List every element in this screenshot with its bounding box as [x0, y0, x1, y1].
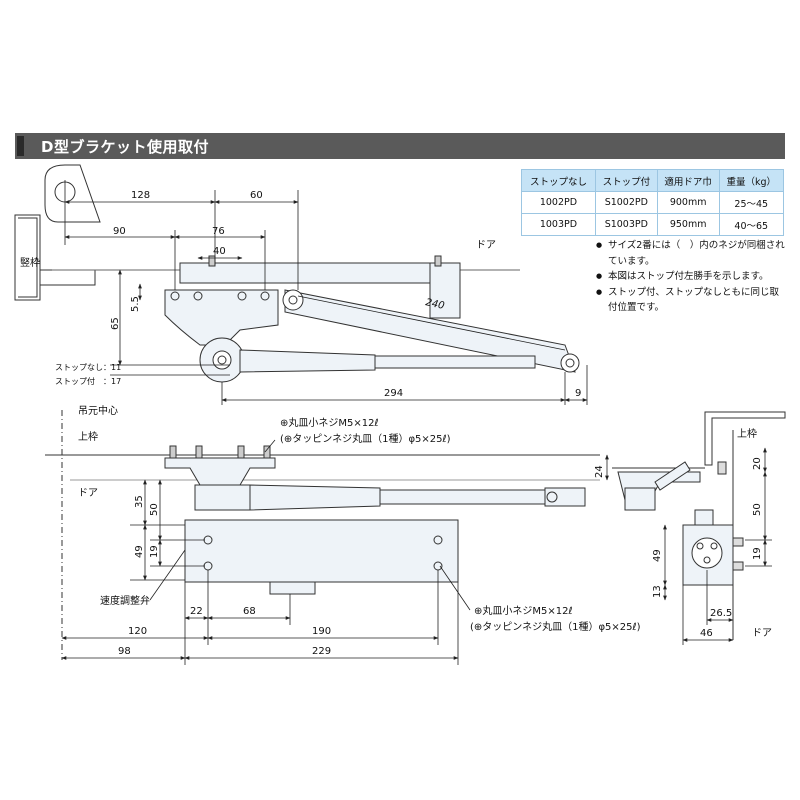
- top-view-labels: 竪枠 ドア 128 60 90 76 40 5.5 65 240 294 9 ス…: [20, 190, 581, 399]
- speed-valve-label: 速度調整弁: [100, 594, 150, 607]
- dim-22: 22: [190, 606, 203, 617]
- note-item: サイズ2番には（ ）内のネジが同梱されています。: [596, 238, 786, 269]
- dim-90: 90: [113, 226, 126, 237]
- dim-76: 76: [212, 226, 225, 237]
- door-label-side: ドア: [752, 628, 772, 639]
- table-row: 1002PD S1002PD 900mm 25～45: [521, 191, 785, 214]
- hinge-center-label: 吊元中心: [78, 404, 118, 417]
- dim-24: 24: [594, 465, 605, 478]
- note-item: ストップ付、ストップなしともに同じ取付位置です。: [596, 285, 786, 316]
- dim-35: 35: [134, 495, 145, 508]
- table-row: 1003PD S1003PD 950mm 40～65: [521, 213, 785, 236]
- frame-label: 竪枠: [20, 256, 40, 269]
- screw-note-bottom: ⊕丸皿小ネジM5×12ℓ: [474, 604, 573, 617]
- page-title: D型ブラケット使用取付: [41, 138, 209, 156]
- spec-table: ストップなし ストップ付 適用ドア巾 重量（kg） 1002PD S1002PD…: [521, 169, 785, 236]
- notes: サイズ2番には（ ）内のネジが同梱されています。 本図はストップ付左勝手を示しま…: [596, 238, 786, 316]
- title-marker: [17, 136, 24, 156]
- door-label-front: ドア: [78, 488, 98, 499]
- stop-none-label: ストップなし：11: [55, 363, 121, 372]
- header-weight: 重量（kg）: [718, 169, 785, 192]
- dim-60: 60: [250, 190, 263, 201]
- dim-19: 19: [149, 545, 160, 558]
- dim-50-side: 50: [752, 503, 763, 516]
- dim-68: 68: [243, 606, 256, 617]
- dim-40: 40: [213, 246, 226, 257]
- dim-120: 120: [128, 626, 147, 637]
- upper-frame-label-side: 上枠: [737, 427, 757, 440]
- door-label: ドア: [476, 240, 496, 251]
- front-view-labels: 吊元中心 上枠 ドア ⊕丸皿小ネジM5×12ℓ (⊕タッピンネジ丸皿（1種）φ5…: [78, 404, 641, 657]
- dim-9: 9: [575, 388, 581, 399]
- dim-5-5: 5.5: [130, 296, 141, 312]
- dim-13: 13: [652, 585, 663, 598]
- screw-note-bottom-alt: (⊕タッピンネジ丸皿（1種）φ5×25ℓ): [470, 620, 641, 633]
- title-bar: D型ブラケット使用取付: [15, 133, 785, 159]
- cell: 1003PD: [521, 213, 596, 236]
- stop-with-label: ストップ付 ：17: [55, 376, 121, 386]
- front-view: [45, 410, 600, 665]
- cell: 40～65: [718, 213, 785, 236]
- note-item: 本図はストップ付左勝手を示します。: [596, 269, 786, 285]
- dim-240: 240: [424, 297, 445, 312]
- dim-50: 50: [149, 503, 160, 516]
- dim-49: 49: [134, 545, 145, 558]
- dim-46: 46: [700, 628, 713, 639]
- header-stop-none: ストップなし: [521, 169, 596, 192]
- dim-19-side: 19: [752, 547, 763, 560]
- dim-26-5: 26.5: [710, 608, 732, 619]
- dim-98: 98: [118, 646, 131, 657]
- side-view-labels: 上枠 ドア 24 20 50 49 19 13 26.5 46: [594, 427, 772, 639]
- screw-note-top: ⊕丸皿小ネジM5×12ℓ: [280, 416, 379, 429]
- dim-190: 190: [312, 626, 331, 637]
- dim-49-side: 49: [652, 549, 663, 562]
- dim-65: 65: [110, 317, 121, 330]
- dim-20: 20: [752, 457, 763, 470]
- screw-note-top-alt: (⊕タッピンネジ丸皿（1種）φ5×25ℓ): [280, 432, 451, 445]
- dim-294: 294: [384, 388, 403, 399]
- dim-229: 229: [312, 646, 331, 657]
- top-view: [14, 164, 588, 405]
- side-view: [605, 411, 786, 645]
- upper-frame-label: 上枠: [78, 430, 98, 443]
- dim-128: 128: [131, 190, 150, 201]
